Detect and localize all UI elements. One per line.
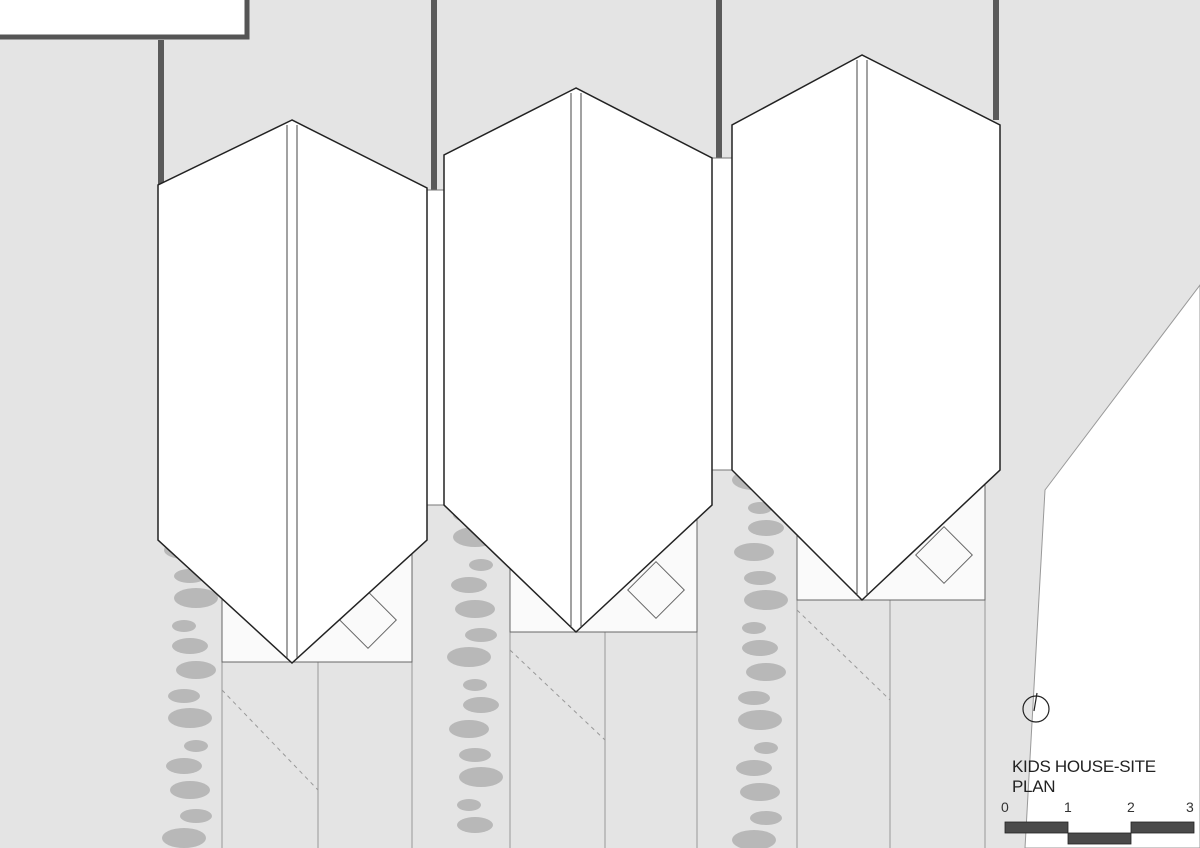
stepping-stone — [170, 781, 210, 799]
adjacent-building — [0, 0, 250, 40]
scale-label-0: 0 — [1001, 799, 1009, 815]
open-ground-area — [1024, 284, 1200, 848]
stepping-stone — [744, 571, 776, 585]
stepping-stone — [174, 588, 218, 608]
stepping-stone — [166, 758, 202, 774]
stepping-stone — [459, 767, 503, 787]
stepping-stone — [465, 628, 497, 642]
boundary-walls — [158, 0, 999, 192]
stepping-stone — [176, 661, 216, 679]
stepping-stone — [168, 689, 200, 703]
scale-bar — [1004, 821, 1195, 845]
stepping-stone — [469, 559, 493, 571]
stepping-stone — [168, 708, 212, 728]
stepping-stone — [754, 742, 778, 754]
stepping-stone — [184, 740, 208, 752]
stepping-stone — [736, 760, 772, 776]
stepping-stone — [449, 720, 489, 738]
north-arrow-icon — [1022, 692, 1050, 723]
stepping-stone — [180, 809, 212, 823]
stepping-stone — [742, 640, 778, 656]
drawing-title: KIDS HOUSE-SITE PLAN — [1012, 757, 1156, 796]
stepping-stone — [172, 638, 208, 654]
stepping-stone — [463, 679, 487, 691]
stepping-stone — [740, 783, 780, 801]
stepping-stone — [451, 577, 487, 593]
path-lines — [221, 600, 986, 848]
stepping-stone — [455, 600, 495, 618]
stepping-stone — [457, 817, 493, 833]
scale-label-3: 3 — [1186, 799, 1194, 815]
stepping-stone — [457, 799, 481, 811]
roof-ridges — [286, 60, 868, 658]
stepping-stone — [742, 622, 766, 634]
houses — [157, 54, 1001, 665]
scale-label-1: 1 — [1064, 799, 1072, 815]
stepping-stone — [447, 647, 491, 667]
stepping-stone — [738, 691, 770, 705]
stepping-stone — [463, 697, 499, 713]
stepping-stone — [732, 830, 776, 848]
stepping-stone — [172, 620, 196, 632]
house-1-roof — [157, 119, 428, 665]
stepping-stone — [734, 543, 774, 561]
house-3-roof — [731, 54, 1001, 602]
stepping-stone — [459, 748, 491, 762]
stepping-stone — [750, 811, 782, 825]
stepping-stone — [746, 663, 786, 681]
house-2-roof — [443, 87, 713, 634]
stepping-stone — [738, 710, 782, 730]
stepping-stone — [162, 828, 206, 848]
stepping-stone — [744, 590, 788, 610]
scale-label-2: 2 — [1127, 799, 1135, 815]
stepping-stone — [748, 520, 784, 536]
